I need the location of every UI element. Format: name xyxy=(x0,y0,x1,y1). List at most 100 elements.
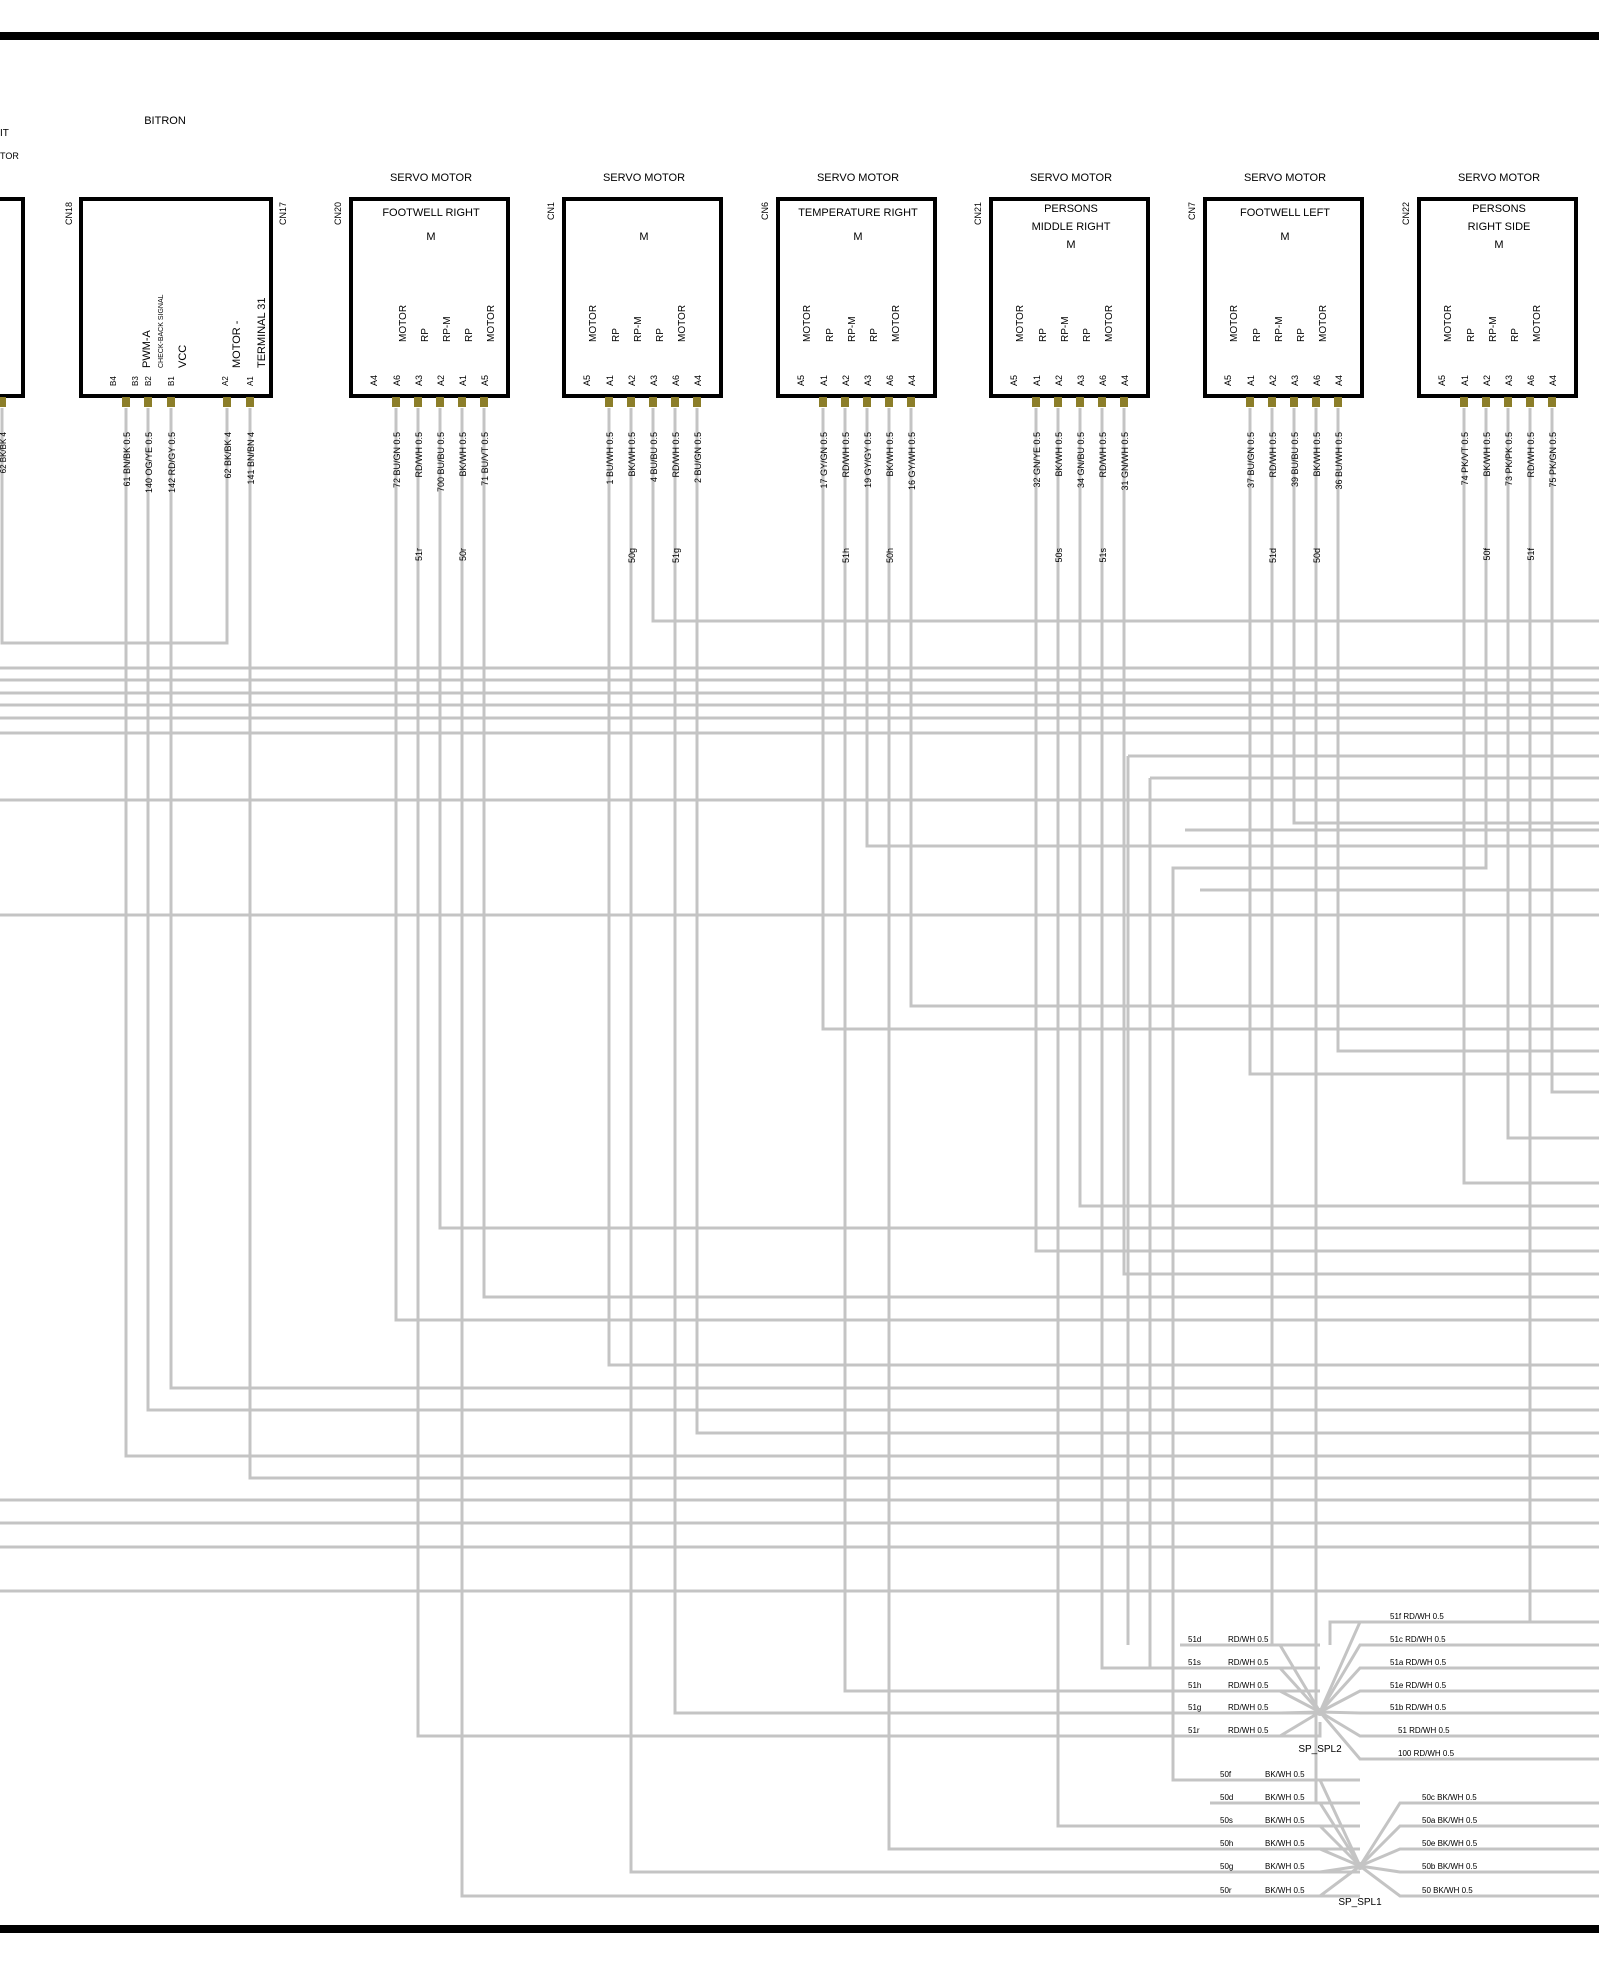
splice-ref-label: 51s xyxy=(1098,548,1108,563)
splice-ref-label: 50s xyxy=(1054,548,1064,563)
cn18-pin-name: A1 xyxy=(246,376,255,386)
motor-wire-label: RD/WH 0.5 xyxy=(1268,432,1278,478)
motor-pin-name: A6 xyxy=(885,375,895,386)
cn18-pin-function: VCC xyxy=(177,345,189,368)
motor-pin-function: MOTOR xyxy=(802,305,813,342)
motor-pin-terminal xyxy=(458,397,466,407)
motor-wire-label: 39 BU/BU 0.5 xyxy=(1290,432,1300,487)
wire-75-pkgn xyxy=(1550,408,1599,1094)
spl2-right-wire: 51f RD/WH 0.5 xyxy=(1390,1612,1444,1621)
servo-motor-box-cn6 xyxy=(776,197,937,398)
servo-motor-title: SERVO MOTOR xyxy=(1458,172,1540,184)
motor-symbol: M xyxy=(1494,239,1503,251)
servo-motor-box-cn1 xyxy=(562,197,723,398)
motor-wire-label: 2 BU/GN 0.5 xyxy=(693,432,703,483)
wire-73-pkpk xyxy=(1506,408,1599,1140)
motor-pin-function: RP-M xyxy=(1274,316,1285,342)
spl2-right-wire: 51 RD/WH 0.5 xyxy=(1398,1726,1450,1735)
motor-pin-function: MOTOR xyxy=(1229,305,1240,342)
motor-pin-name: A3 xyxy=(1076,375,1086,386)
partial-connector-pin xyxy=(0,397,6,407)
splice-ref-label: 51d xyxy=(1268,548,1278,563)
splice-sp-spl1-leg xyxy=(1359,1864,1599,1874)
motor-pin-terminal xyxy=(1548,397,1556,407)
motor-pin-name: A1 xyxy=(1032,375,1042,386)
motor-symbol: M xyxy=(639,231,648,243)
motor-description: RIGHT SIDE xyxy=(1468,221,1531,233)
motor-pin-function: RP xyxy=(1510,328,1521,342)
splice-sp-spl1-leg xyxy=(1210,1824,1362,1868)
wire-141-bnbn xyxy=(248,408,1599,1480)
spl1-left-ref: 50r xyxy=(1220,1886,1232,1895)
splice-sp-spl2-leg xyxy=(1180,1666,1322,1714)
splice-sp-spl1-node xyxy=(1356,1862,1364,1870)
motor-pin-name: A1 xyxy=(819,375,829,386)
spl2-right-wire: 51c RD/WH 0.5 xyxy=(1390,1635,1446,1644)
connector-id: CN20 xyxy=(333,202,343,225)
wire-cn20-rdwh xyxy=(416,408,1322,1738)
splice-sp-spl2-leg xyxy=(1318,1666,1599,1714)
motor-wire-label: 74 PK/VT 0.5 xyxy=(1460,432,1470,485)
motor-pin-name: A4 xyxy=(1334,375,1344,386)
motor-symbol: M xyxy=(1066,239,1075,251)
motor-pin-terminal xyxy=(480,397,488,407)
spl1-left-wire: BK/WH 0.5 xyxy=(1265,1770,1305,1779)
motor-wire-label: 31 GN/WH 0.5 xyxy=(1120,432,1130,491)
motor-pin-name: A1 xyxy=(1246,375,1256,386)
spl1-name: SP_SPL1 xyxy=(1338,1897,1382,1908)
motor-pin-terminal xyxy=(819,397,827,407)
wire-72-bugn xyxy=(394,408,1599,1322)
motor-pin-terminal xyxy=(1054,397,1062,407)
motor-pin-function: MOTOR xyxy=(398,305,409,342)
wire-16-gywh xyxy=(909,408,1599,1008)
spl1-right-wire: 50b BK/WH 0.5 xyxy=(1422,1862,1478,1871)
motor-pin-function: MOTOR xyxy=(1104,305,1115,342)
servo-motor-box-cn7 xyxy=(1203,197,1364,398)
splice-sp-spl1-leg xyxy=(1210,1847,1361,1868)
connector-id: CN1 xyxy=(546,202,556,220)
motor-pin-name: A2 xyxy=(436,375,446,386)
splice-ref-label: 50r xyxy=(458,548,468,561)
spl1-left-wire: BK/WH 0.5 xyxy=(1265,1862,1305,1871)
splice-sp-spl2-leg xyxy=(1319,1710,1599,1715)
wire-39-bubu xyxy=(1292,408,1599,825)
motor-pin-name: A4 xyxy=(1548,375,1558,386)
connector-id: CN7 xyxy=(1187,202,1197,220)
motor-pin-name: A1 xyxy=(458,375,468,386)
wire-140-ogye xyxy=(146,408,1599,1412)
motor-pin-terminal xyxy=(627,397,635,407)
motor-description: FOOTWELL RIGHT xyxy=(382,207,480,219)
motor-pin-function: RP-M xyxy=(847,316,858,342)
wire-142-rdgy xyxy=(169,408,1599,1390)
motor-pin-name: A2 xyxy=(627,375,637,386)
motor-wire-label: 37 BU/GN 0.5 xyxy=(1246,432,1256,488)
spl1-left-wire: BK/WH 0.5 xyxy=(1265,1793,1305,1802)
motor-wire-label: 72 BU/GN 0.5 xyxy=(392,432,402,488)
splice-ref-label: 50f xyxy=(1482,548,1492,561)
motor-pin-terminal xyxy=(1246,397,1254,407)
wire-36-buwh xyxy=(1336,408,1599,1053)
cn18-pin-function: MOTOR - xyxy=(231,320,243,368)
wire-37-bugn xyxy=(1248,408,1599,1076)
motor-description: TEMPERATURE RIGHT xyxy=(798,207,918,219)
motor-pin-name: A3 xyxy=(649,375,659,386)
motor-pin-function: MOTOR xyxy=(486,305,497,342)
cn18-pin-function: TERMINAL 31 xyxy=(256,297,268,368)
motor-wire-label: 71 BU/VT 0.5 xyxy=(480,432,490,486)
servo-motor-title: SERVO MOTOR xyxy=(1030,172,1112,184)
motor-pin-terminal xyxy=(649,397,657,407)
cn18-pin-function: PWM-A xyxy=(141,329,153,368)
cn18-pin-terminal xyxy=(122,397,130,407)
cn18-pin-terminal xyxy=(167,397,175,407)
motor-pin-terminal xyxy=(414,397,422,407)
motor-pin-name: A1 xyxy=(605,375,615,386)
partial-wire-label: 62 BK/BK 4 xyxy=(0,431,8,473)
motor-wire-label: 34 GN/BU 0.5 xyxy=(1076,432,1086,488)
connector-id: CN22 xyxy=(1401,202,1411,225)
splice-sp-spl1-leg xyxy=(1359,1847,1599,1868)
cn18-pin-name: A2 xyxy=(221,376,230,386)
header-fragment-it: IT xyxy=(0,128,9,139)
motor-pin-function: RP xyxy=(1252,328,1263,342)
motor-pin-function: MOTOR xyxy=(1015,305,1026,342)
